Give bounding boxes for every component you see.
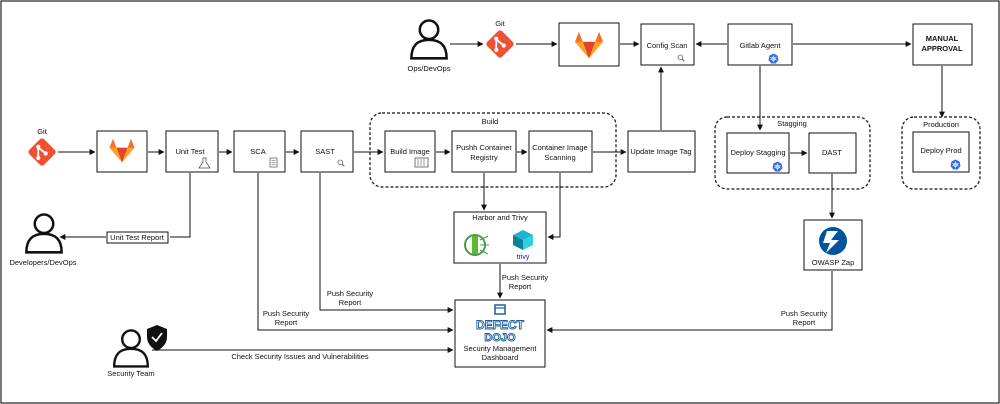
push-registry-label-2: Registry bbox=[470, 153, 498, 162]
edge-scan-harbor bbox=[547, 173, 561, 240]
edge-zap-dashboard bbox=[546, 271, 833, 333]
manual-approval-label-1: MANUAL bbox=[926, 34, 959, 43]
zap-icon bbox=[819, 227, 847, 255]
git-left-icon bbox=[27, 137, 57, 167]
container-scan-box[interactable] bbox=[528, 130, 593, 173]
harbor-trivy-label: Harbor and Trivy bbox=[472, 213, 528, 222]
sast-box[interactable] bbox=[300, 130, 354, 173]
production-group bbox=[901, 116, 981, 190]
push-security-sca-label-1: Push Security bbox=[263, 309, 310, 318]
manual-approval-box[interactable] bbox=[912, 23, 973, 66]
build-image-label: Build Image bbox=[390, 147, 430, 156]
manual-approval-label-2: APPROVAL bbox=[921, 44, 963, 53]
ops-user-label: Ops/DevOps bbox=[408, 64, 451, 73]
document-icon bbox=[269, 157, 278, 168]
unit-test-report-label: Unit Test Report bbox=[110, 233, 165, 242]
push-security-sast-label-1: Push Security bbox=[327, 289, 374, 298]
ops-user-icon bbox=[410, 19, 448, 60]
shield-icon bbox=[147, 325, 167, 351]
config-scan-box[interactable] bbox=[640, 23, 695, 66]
developers-user-icon bbox=[25, 213, 63, 254]
edge-unittest-report bbox=[170, 173, 191, 238]
build-group bbox=[369, 112, 617, 188]
security-team-user-icon bbox=[112, 329, 150, 368]
defectdojo-dashboard-box[interactable] bbox=[454, 299, 546, 368]
deploy-stagging-label: Deploy Stagging bbox=[730, 148, 785, 157]
push-registry-label-1: Pushh Container bbox=[456, 143, 512, 152]
trivy-icon: trivy bbox=[513, 230, 533, 261]
push-security-sast-label-2: Report bbox=[339, 298, 362, 307]
edge-sast-dashboard bbox=[319, 173, 454, 313]
edge-sca-dashboard bbox=[257, 173, 454, 333]
push-security-zap-label-1: Push Security bbox=[781, 309, 828, 318]
update-image-tag-box[interactable] bbox=[627, 130, 696, 173]
push-security-zap-label-2: Report bbox=[793, 318, 816, 327]
dashboard-label-1: Security Management bbox=[464, 344, 538, 353]
push-registry-box[interactable] bbox=[451, 130, 517, 173]
sca-label: SCA bbox=[250, 147, 265, 156]
defectdojo-logo-text-2: DOJO bbox=[484, 332, 516, 344]
config-scan-label: Config Scan bbox=[647, 41, 688, 50]
push-security-harbor-label-1: Push Security bbox=[502, 273, 549, 282]
stagging-group-label: Stagging bbox=[777, 119, 807, 128]
gitlab-agent-label: Gitlab Agent bbox=[740, 41, 782, 50]
trivy-logo-text: trivy bbox=[517, 254, 530, 261]
sast-label: SAST bbox=[315, 147, 335, 156]
push-security-sca-label-2: Report bbox=[275, 318, 298, 327]
flask-icon bbox=[198, 157, 211, 169]
dast-label: DAST bbox=[822, 148, 842, 157]
git-left-label: Git bbox=[37, 127, 48, 136]
check-security-label: Check Security Issues and Vulnerabilitie… bbox=[231, 352, 369, 361]
git-top-label: Git bbox=[495, 19, 506, 28]
defectdojo-logo-icon: DEFECT DOJO bbox=[476, 304, 525, 344]
dashboard-label-2: Dashboard bbox=[482, 353, 519, 362]
deploy-prod-label: Deploy Prod bbox=[920, 146, 961, 155]
unit-test-label: Unit Test bbox=[175, 147, 205, 156]
gitlab-agent-box[interactable] bbox=[727, 23, 793, 66]
unit-test-report-box[interactable] bbox=[106, 231, 169, 244]
gitlab-top-box[interactable] bbox=[558, 22, 620, 67]
harbor-icon bbox=[464, 234, 489, 256]
git-top-icon bbox=[485, 29, 515, 59]
update-image-tag-label: Update Image Tag bbox=[630, 147, 691, 156]
defectdojo-logo-text-1: DEFECT bbox=[476, 318, 525, 332]
dast-box[interactable] bbox=[808, 132, 857, 174]
stagging-group bbox=[714, 116, 871, 190]
push-security-harbor-label-2: Report bbox=[509, 282, 532, 291]
developers-user-label: Developers/DevOps bbox=[9, 258, 76, 267]
container-scan-label-1: Container Image bbox=[532, 143, 587, 152]
unit-test-box[interactable] bbox=[165, 130, 219, 173]
security-team-label: Security Team bbox=[107, 369, 154, 378]
owasp-zap-label: OWASP Zap bbox=[812, 258, 855, 267]
container-scan-label-2: Scanning bbox=[544, 153, 575, 162]
build-group-label: Build bbox=[482, 117, 499, 126]
production-group-label: Production bbox=[923, 120, 959, 129]
container-icon bbox=[414, 157, 429, 168]
